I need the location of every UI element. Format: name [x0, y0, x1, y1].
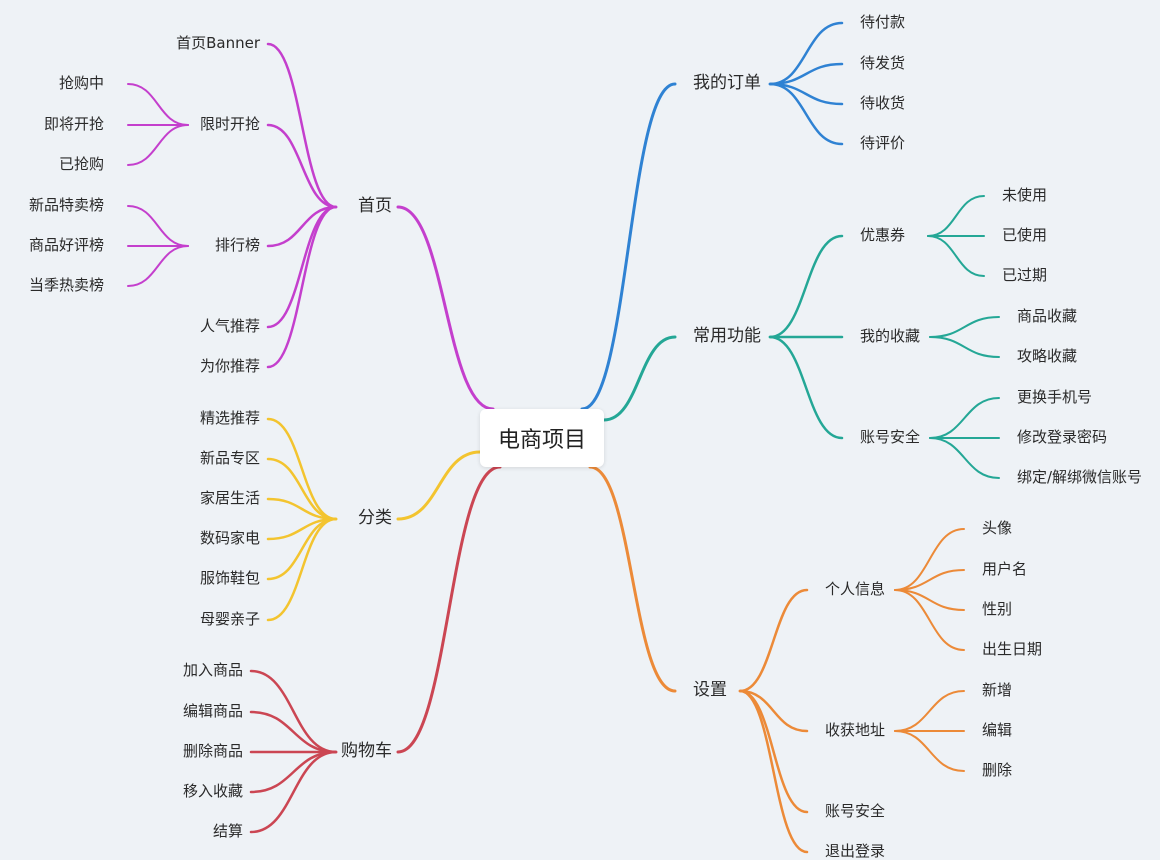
home-grandchild-2-0[interactable]: 新品特卖榜 [28, 195, 104, 214]
functions-grandchild-connector-2-0 [929, 397, 1000, 439]
functions-child-2[interactable]: 账号安全 [860, 427, 921, 446]
settings-grandchild-connector-0-2 [894, 589, 965, 611]
settings-root-connector [588, 465, 677, 693]
root-node[interactable]: 电商项目 [480, 409, 604, 467]
home-grandchild-1-1[interactable]: 即将开抢 [43, 114, 104, 133]
home-child-1[interactable]: 限时开抢 [199, 114, 260, 133]
settings-node[interactable]: 设置 [693, 679, 727, 700]
home-child-connector-0 [266, 42, 338, 209]
cart-child-connector-1 [249, 710, 338, 754]
home-child-0[interactable]: 首页Banner [176, 33, 260, 52]
category-child-connector-0 [266, 417, 338, 521]
category-child-connector-1 [266, 457, 338, 521]
cart-root-connector [396, 465, 502, 754]
settings-child-1[interactable]: 收获地址 [825, 720, 886, 739]
cart-node[interactable]: 购物车 [341, 740, 392, 761]
functions-grandchild-connector-2-2 [929, 437, 1000, 479]
settings-child-connector-3 [738, 689, 809, 854]
cart-child-4[interactable]: 结算 [212, 821, 243, 840]
functions-grandchild-connector-1-0 [929, 316, 1000, 338]
settings-grandchild-connector-1-0 [894, 690, 965, 732]
home-child-2[interactable]: 排行榜 [214, 235, 260, 254]
functions-grandchild-2-2[interactable]: 绑定/解绑微信账号 [1017, 467, 1143, 486]
functions-grandchild-connector-1-1 [929, 336, 1000, 358]
functions-child-connector-2 [768, 335, 844, 440]
home-child-3[interactable]: 人气推荐 [199, 316, 260, 335]
home-grandchild-2-2[interactable]: 当季热卖榜 [28, 275, 104, 294]
category-child-5[interactable]: 母婴亲子 [199, 609, 260, 628]
home-grandchild-connector-2-2 [127, 245, 189, 287]
category-child-1[interactable]: 新品专区 [199, 448, 260, 467]
functions-root-connector [602, 335, 677, 422]
home-grandchild-2-1[interactable]: 商品好评榜 [28, 235, 104, 254]
category-root-connector [396, 450, 482, 521]
settings-grandchild-connector-0-1 [894, 569, 965, 591]
orders-child-connector-0 [768, 21, 844, 86]
cart-child-1[interactable]: 编辑商品 [182, 701, 243, 720]
cart-child-0[interactable]: 加入商品 [182, 660, 243, 679]
settings-grandchild-1-2[interactable]: 删除 [982, 760, 1013, 779]
home-grandchild-1-0[interactable]: 抢购中 [58, 73, 104, 92]
functions-grandchild-2-1[interactable]: 修改登录密码 [1017, 427, 1108, 446]
settings-grandchild-0-0[interactable]: 头像 [982, 518, 1013, 537]
category-child-2[interactable]: 家居生活 [199, 488, 260, 507]
settings-grandchild-connector-0-3 [894, 589, 965, 651]
functions-child-0[interactable]: 优惠券 [860, 225, 906, 244]
functions-child-1[interactable]: 我的收藏 [860, 326, 921, 345]
home-root-connector [396, 205, 495, 411]
functions-grandchild-2-0[interactable]: 更换手机号 [1017, 387, 1093, 406]
settings-child-connector-1 [738, 689, 809, 733]
orders-child-0[interactable]: 待付款 [860, 12, 906, 31]
cart-child-3[interactable]: 移入收藏 [182, 781, 243, 800]
orders-node[interactable]: 我的订单 [693, 72, 761, 93]
functions-grandchild-1-1[interactable]: 攻略收藏 [1017, 346, 1078, 365]
orders-child-3[interactable]: 待评价 [860, 133, 906, 152]
settings-grandchild-0-2[interactable]: 性别 [982, 599, 1013, 618]
functions-grandchild-connector-0-0 [927, 195, 985, 237]
functions-grandchild-0-1[interactable]: 已使用 [1002, 225, 1048, 244]
cart-child-2[interactable]: 删除商品 [182, 741, 243, 760]
settings-grandchild-0-3[interactable]: 出生日期 [982, 639, 1043, 658]
category-node[interactable]: 分类 [358, 507, 392, 528]
home-child-connector-2 [266, 205, 338, 248]
functions-grandchild-0-0[interactable]: 未使用 [1002, 185, 1048, 204]
home-grandchild-connector-1-0 [127, 83, 189, 126]
settings-child-0[interactable]: 个人信息 [825, 579, 886, 598]
functions-grandchild-0-2[interactable]: 已过期 [1002, 265, 1048, 284]
settings-grandchild-connector-1-2 [894, 730, 965, 772]
category-child-4[interactable]: 服饰鞋包 [199, 568, 260, 587]
functions-grandchild-connector-0-2 [927, 235, 985, 277]
settings-child-3[interactable]: 退出登录 [825, 841, 886, 860]
cart-child-connector-4 [249, 750, 338, 834]
home-child-connector-1 [266, 123, 338, 209]
settings-grandchild-connector-0-0 [894, 528, 965, 591]
functions-node[interactable]: 常用功能 [693, 325, 761, 346]
home-child-connector-4 [266, 205, 338, 369]
home-grandchild-connector-2-0 [127, 205, 189, 247]
cart-child-connector-3 [249, 750, 338, 794]
settings-grandchild-1-0[interactable]: 新增 [982, 680, 1013, 699]
settings-child-2[interactable]: 账号安全 [825, 801, 886, 820]
orders-root-connector [580, 82, 677, 411]
category-child-connector-5 [266, 517, 338, 622]
home-grandchild-1-2[interactable]: 已抢购 [58, 154, 104, 173]
functions-grandchild-1-0[interactable]: 商品收藏 [1017, 306, 1078, 325]
category-child-0[interactable]: 精选推荐 [199, 408, 260, 427]
orders-child-connector-3 [768, 82, 844, 146]
category-child-3[interactable]: 数码家电 [199, 528, 260, 547]
home-grandchild-connector-1-2 [127, 124, 189, 166]
home-child-4[interactable]: 为你推荐 [199, 356, 260, 375]
settings-grandchild-1-1[interactable]: 编辑 [982, 720, 1013, 739]
functions-child-connector-0 [768, 234, 844, 339]
orders-child-2[interactable]: 待收货 [860, 93, 906, 112]
home-node[interactable]: 首页 [358, 195, 392, 216]
cart-child-connector-0 [249, 669, 338, 754]
orders-child-1[interactable]: 待发货 [860, 53, 906, 72]
settings-grandchild-0-1[interactable]: 用户名 [982, 559, 1028, 578]
settings-child-connector-0 [738, 588, 809, 693]
